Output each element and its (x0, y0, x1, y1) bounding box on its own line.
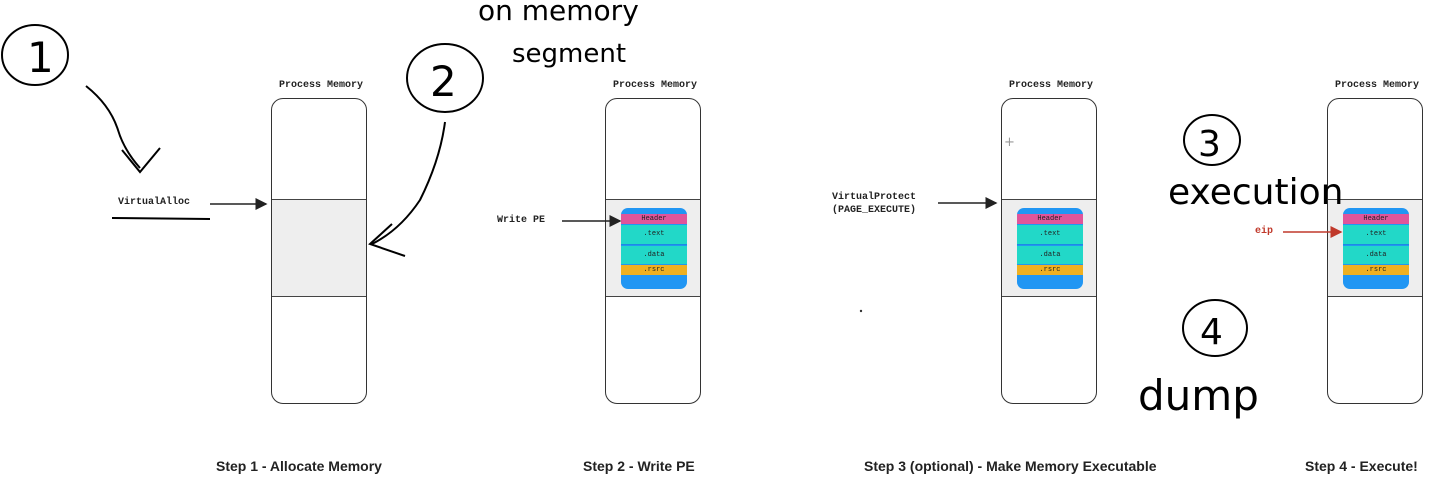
hand-arrow-1 (85, 85, 141, 169)
hand-circle-2 (406, 43, 484, 113)
process-memory-title: Process Memory (1008, 80, 1093, 91)
panel-step-2: Process Memory Header .text .data .rsrc (605, 0, 705, 481)
hand-circle-4 (1182, 299, 1248, 357)
pe-rsrc-section: .rsrc (1017, 265, 1083, 275)
process-memory-title: Process Memory (1334, 80, 1419, 91)
pe-image: Header .text .data .rsrc (1017, 208, 1083, 289)
step-4-caption: Step 4 - Execute! (1305, 458, 1418, 474)
plus-mark: + (1004, 135, 1015, 150)
hand-number-1: 1 (27, 33, 54, 82)
hand-note-memory: on memory (478, 0, 639, 27)
process-memory-box: Header .text .data .rsrc (1001, 98, 1097, 404)
memory-segment: Header .text .data .rsrc (1002, 199, 1096, 297)
hand-number-4: 4 (1200, 312, 1223, 353)
virtualprotect-label: VirtualProtect (832, 192, 917, 203)
memory-segment: Header .text .data .rsrc (606, 199, 700, 297)
panel-step-4: Process Memory Header .text .data .rsrc (1327, 0, 1427, 481)
pe-header-section: Header (1343, 214, 1409, 224)
pe-rsrc-section: .rsrc (1343, 265, 1409, 275)
pe-header-section: Header (621, 214, 687, 224)
pe-data-section: .data (621, 246, 687, 264)
step-3-caption: Step 3 (optional) - Make Memory Executab… (864, 458, 1157, 474)
memory-segment: Header .text .data .rsrc (1328, 199, 1422, 297)
write-pe-label: Write PE (497, 215, 546, 226)
hand-note-execution: execution (1168, 172, 1343, 213)
dot-mark (859, 309, 863, 313)
hand-arrow-2 (371, 121, 446, 245)
process-memory-box: Header .text .data .rsrc (605, 98, 701, 404)
hand-number-3: 3 (1198, 124, 1221, 165)
process-memory-title: Process Memory (612, 80, 697, 91)
hand-underline (111, 217, 211, 220)
pe-header-section: Header (1017, 214, 1083, 224)
panel-step-1: Process Memory (271, 0, 371, 481)
step-1-caption: Step 1 - Allocate Memory (216, 458, 382, 474)
pe-rsrc-section: .rsrc (621, 265, 687, 275)
pe-text-section: .text (1343, 225, 1409, 245)
hand-circle-1 (1, 24, 69, 86)
virtualalloc-label: VirtualAlloc (118, 197, 191, 208)
pe-data-section: .data (1017, 246, 1083, 264)
memory-segment (272, 199, 366, 297)
step-2-caption: Step 2 - Write PE (583, 458, 695, 474)
pe-image: Header .text .data .rsrc (621, 208, 687, 289)
hand-circle-3 (1183, 114, 1241, 166)
pe-data-section: .data (1343, 246, 1409, 264)
page-execute-label: (PAGE_EXECUTE) (832, 205, 917, 216)
process-memory-box (271, 98, 367, 404)
eip-label: eip (1255, 226, 1274, 237)
hand-note-segment: segment (512, 39, 626, 69)
pe-image: Header .text .data .rsrc (1343, 208, 1409, 289)
process-memory-title: Process Memory (278, 80, 363, 91)
panel-step-3: Process Memory Header .text .data .rsrc (1001, 0, 1101, 481)
pe-text-section: .text (1017, 225, 1083, 245)
hand-number-2: 2 (430, 57, 457, 106)
process-memory-box: Header .text .data .rsrc (1327, 98, 1423, 404)
pe-text-section: .text (621, 225, 687, 245)
hand-note-dump: dump (1138, 371, 1259, 420)
